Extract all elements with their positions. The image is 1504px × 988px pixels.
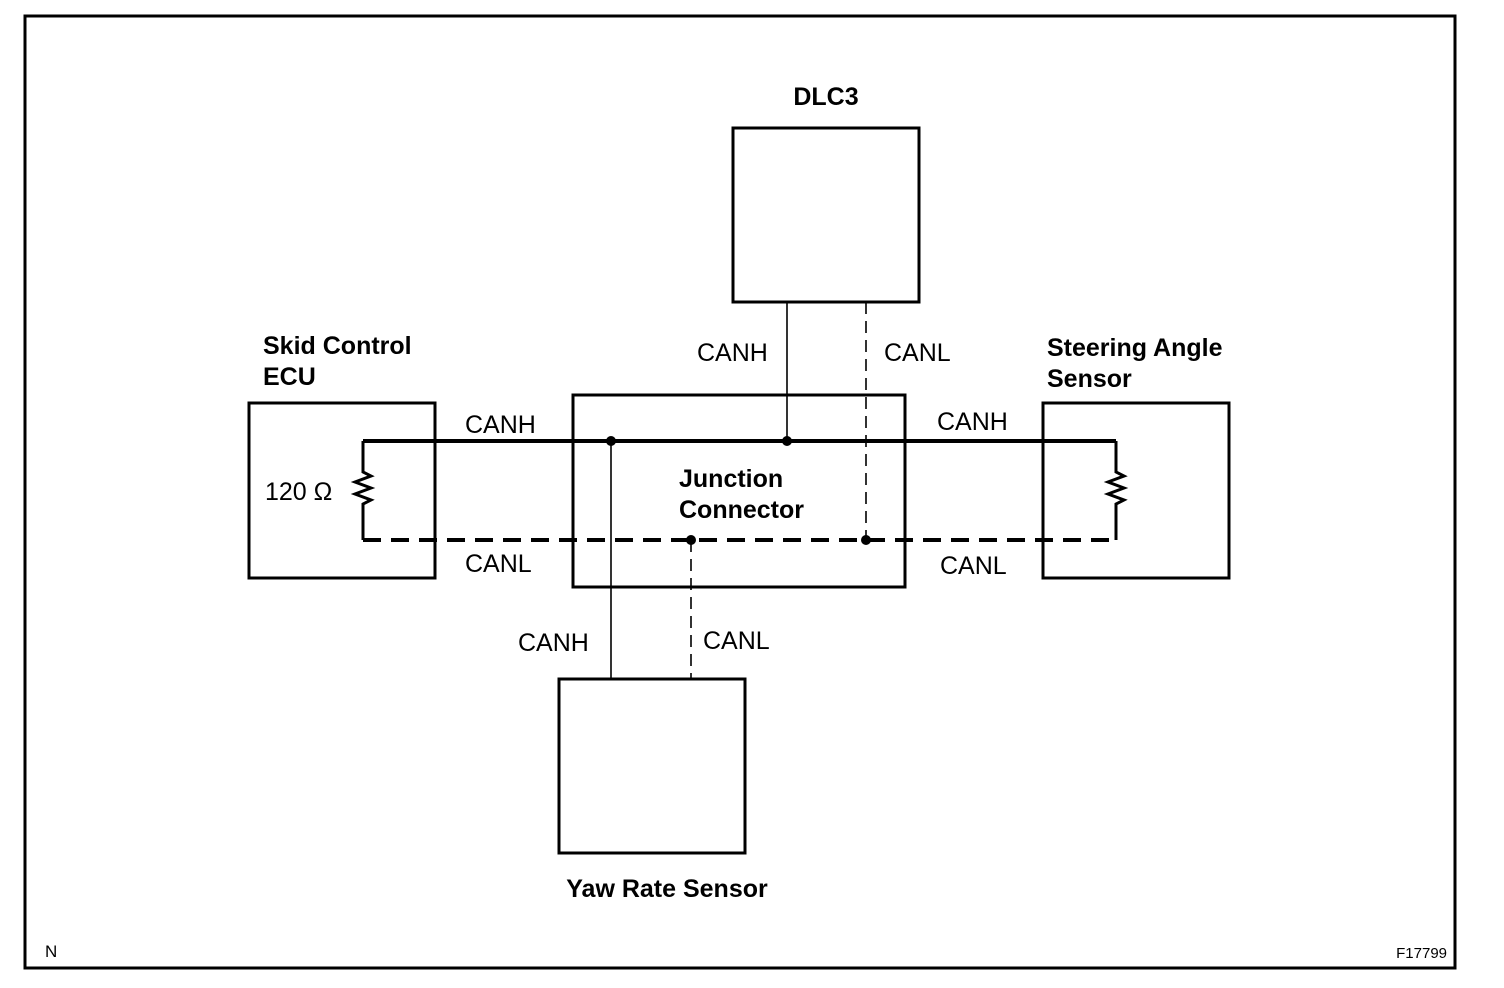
resistor-label: 120 Ω xyxy=(265,478,332,506)
diagram-frame xyxy=(23,14,1457,970)
dlc3-label: DLC3 xyxy=(793,83,858,111)
steering-label-1: Steering Angle xyxy=(1047,334,1223,362)
yaw-label: Yaw Rate Sensor xyxy=(566,875,768,903)
steer-canh-label: CANH xyxy=(937,408,1008,436)
dlc3-box xyxy=(731,126,921,304)
ecu-canl-label: CANL xyxy=(465,550,532,578)
corner-mark: N xyxy=(45,942,57,961)
steering-angle-sensor-box xyxy=(1041,401,1231,580)
junction-dot xyxy=(686,535,696,545)
junction-dot xyxy=(606,436,616,446)
resistor-left xyxy=(350,441,376,540)
junction-dot xyxy=(861,535,871,545)
junction-dot xyxy=(782,436,792,446)
junction-connector-box xyxy=(571,393,907,589)
yaw-canl-label: CANL xyxy=(703,627,770,655)
dlc-canh-label: CANH xyxy=(697,339,768,367)
steer-canl-label: CANL xyxy=(940,552,1007,580)
junction-label-1: Junction xyxy=(679,465,783,493)
dlc-canl-label: CANL xyxy=(884,339,951,367)
yaw-canh-label: CANH xyxy=(518,629,589,657)
figure-code: F17799 xyxy=(1396,945,1447,962)
junction-label-2: Connector xyxy=(679,496,804,524)
resistor-right xyxy=(1103,441,1129,540)
ecu-canh-label: CANH xyxy=(465,411,536,439)
skid-ecu-label-1: Skid Control xyxy=(263,332,412,360)
skid-control-ecu-box xyxy=(247,401,437,580)
skid-ecu-label-2: ECU xyxy=(263,363,316,391)
steering-label-2: Sensor xyxy=(1047,365,1132,393)
yaw-rate-sensor-box xyxy=(557,677,747,855)
